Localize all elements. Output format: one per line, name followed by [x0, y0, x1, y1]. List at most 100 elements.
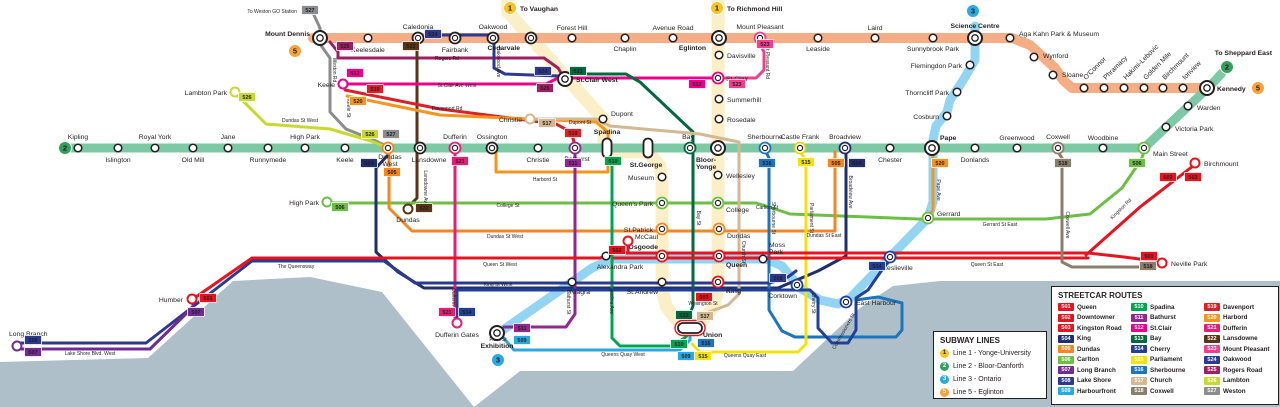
- station-high-park: [300, 143, 310, 153]
- route-badge-514: [458, 307, 476, 317]
- legend-route-527-label: Weston: [1223, 387, 1246, 395]
- route-badge-label-512: 512: [350, 71, 359, 77]
- route-badge-label-522: 522: [406, 44, 415, 50]
- route-badge-label-501: 501: [203, 296, 212, 302]
- route-badge-509: [513, 335, 531, 345]
- route-badge-523: [728, 79, 746, 89]
- route-badge-label-527: 527: [386, 132, 395, 138]
- route-badge-522: [402, 41, 420, 51]
- route-badge-label-501: 501: [1144, 254, 1153, 260]
- station-donlands: [970, 143, 980, 153]
- legend-route-510-badge: 510: [1131, 303, 1147, 311]
- legend-line-2-icon: 2: [940, 362, 949, 371]
- street-label: Carlton St: [756, 205, 779, 211]
- station-woodbine: [1098, 143, 1108, 153]
- station-label-leslieville: Leslieville: [883, 265, 913, 272]
- line-marker-number-3: 3: [496, 356, 500, 365]
- route-badge-517: [696, 311, 714, 321]
- legend-route-504-badge: 504: [1058, 334, 1074, 343]
- station-islington: [113, 143, 123, 153]
- route-badge-525: [536, 83, 554, 93]
- route-badge-label-516: 516: [701, 341, 710, 347]
- station-label-dupont: Dupont: [611, 111, 633, 118]
- station-label-kipling: Kipling: [68, 134, 89, 141]
- route-badge-label-525: 525: [340, 44, 349, 50]
- street-label: Harbord St: [533, 177, 558, 183]
- route-badge-label-502: 502: [612, 248, 621, 254]
- station-label-east-harbour: East Harbour: [856, 300, 897, 307]
- legend-route-521-label: Dufferin: [1223, 324, 1248, 332]
- legend-route-522-badge: 522: [1204, 334, 1220, 343]
- street-label: Bay St: [695, 211, 701, 226]
- line-marker-5: [288, 44, 302, 58]
- street-label: Sherbourne St: [770, 202, 776, 235]
- station-bay: [686, 144, 694, 152]
- station-bathurst: [571, 144, 579, 152]
- route-516-sherbourne: [764, 150, 904, 339]
- route-514-cherry: [455, 258, 892, 345]
- station-christie: [524, 113, 536, 125]
- streetcar-legend-title: STREETCAR ROUTES: [1058, 291, 1143, 300]
- station-label-college: College: [726, 207, 749, 214]
- route-badge-label-518: 518: [1143, 264, 1152, 270]
- station-label-caledonia: Caledonia: [403, 24, 434, 31]
- station-alexandra-park: [601, 251, 611, 261]
- route-badge-503: [1184, 172, 1202, 182]
- station-label-ionview: Ionview: [1181, 60, 1202, 81]
- street-label: Bathurst St: [565, 290, 571, 315]
- legend-route-523-label: Mount Pleasant: [1223, 345, 1270, 353]
- route-badge-520: [349, 96, 367, 106]
- route-badge-label-519: 519: [568, 131, 577, 137]
- station-label-queen-s-park: Queen's Park: [612, 201, 654, 208]
- station-queen: [715, 252, 723, 260]
- route-badge-516: [758, 158, 776, 168]
- street-label: Coxwell Ave: [1064, 211, 1070, 238]
- legend-route-517-label: Church: [1150, 377, 1173, 384]
- station-label-exhibition: Exhibition: [481, 343, 514, 350]
- station-phramacy: [1099, 83, 1109, 93]
- station-label-st-george: St.George: [630, 162, 663, 169]
- street-label: Dundas St West: [282, 118, 319, 124]
- station-lansdowne: [416, 144, 424, 152]
- route-badge-label-525: 525: [540, 86, 549, 92]
- street-label: Lake Shore Blvd. West: [65, 351, 116, 357]
- station-humber: [186, 293, 198, 305]
- route-badge-519: [564, 128, 582, 138]
- station-label-hakimi-lebovic: Hakimi-Lebovic: [1122, 43, 1160, 81]
- route-512-stclair: [344, 76, 714, 86]
- station-label-lambton-park: Lambton Park: [185, 90, 228, 97]
- route-badge-label-513: 513: [573, 69, 582, 75]
- legend-route-506-badge: 506: [1058, 355, 1074, 364]
- street-label: Queens Quay East: [724, 353, 767, 359]
- legend-route-526-label: Lambton: [1223, 377, 1250, 384]
- street-label: Wellington St: [688, 301, 718, 307]
- station-st-patrick: [658, 225, 666, 233]
- legend-route-501-label: Queen: [1077, 303, 1097, 311]
- legend-route-506-label: Carlton: [1077, 356, 1100, 363]
- station-st-george: [642, 137, 654, 159]
- station-science-centre: [971, 34, 979, 42]
- station-wellesley: [713, 170, 723, 180]
- legend-route-502-label: Downtowner: [1077, 314, 1115, 321]
- station-corktown: [793, 281, 801, 289]
- station-exhibition: [493, 329, 501, 337]
- station-flemingdon-park: [965, 60, 975, 70]
- station-label-bloor-yonge: Bloor-Yonge: [696, 157, 716, 171]
- route-badge-label-504: 504: [364, 161, 374, 167]
- station-label-osgoode: Osgoode: [629, 244, 659, 251]
- station-label-thorncliff-park: Thorncliff Park: [905, 90, 949, 97]
- legend-route-507-badge: 507: [1058, 366, 1074, 374]
- street-label: Queens Quay West: [601, 352, 645, 358]
- route-badge-label-509: 509: [517, 338, 526, 344]
- route-badge-label-514: 514: [872, 264, 882, 270]
- station-label-keelesdale: Keelesdale: [351, 47, 385, 54]
